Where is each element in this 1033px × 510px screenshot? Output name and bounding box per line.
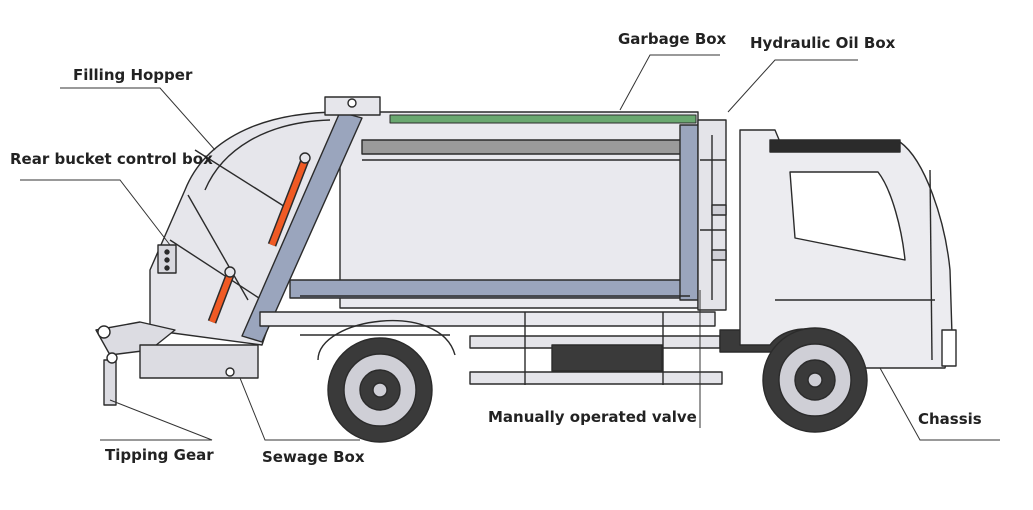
chassis-leader [879,367,1000,441]
rear-bucket-control-box-leader [20,179,171,246]
label-filling-hopper: Filling Hopper [73,66,193,84]
label-garbage-box: Garbage Box [618,30,727,48]
tipping-gear-leader [100,399,213,441]
hydraulic-oil-box-leader [727,59,858,113]
label-manually-operated-valve: Manually operated valve [488,408,697,426]
hydraulic-oil-box-unit [697,119,727,311]
rear-fender [317,320,456,361]
leader-lines [20,54,1000,441]
hydraulic-cylinder-upper [267,152,311,247]
filling-hopper-leader [60,87,216,151]
tipping-gear [95,321,176,406]
garbage-box-body [289,111,699,309]
label-sewage-box: Sewage Box [262,448,365,466]
hopper-frame [241,111,363,343]
hydraulic-cylinder-lower [207,266,236,324]
rear-wheel [327,337,433,443]
label-hydraulic-oil-box: Hydraulic Oil Box [750,34,896,52]
filling-hopper-body [149,111,341,346]
sewage-box-leader [239,377,360,441]
garbage-box-leader [619,54,720,111]
label-chassis: Chassis [918,410,982,428]
sewage-box [139,344,259,379]
truck-cab [739,129,957,369]
front-wheel [762,327,868,433]
label-tipping-gear: Tipping Gear [105,446,214,464]
label-rear-bucket-control-box: Rear bucket control box [10,150,213,168]
